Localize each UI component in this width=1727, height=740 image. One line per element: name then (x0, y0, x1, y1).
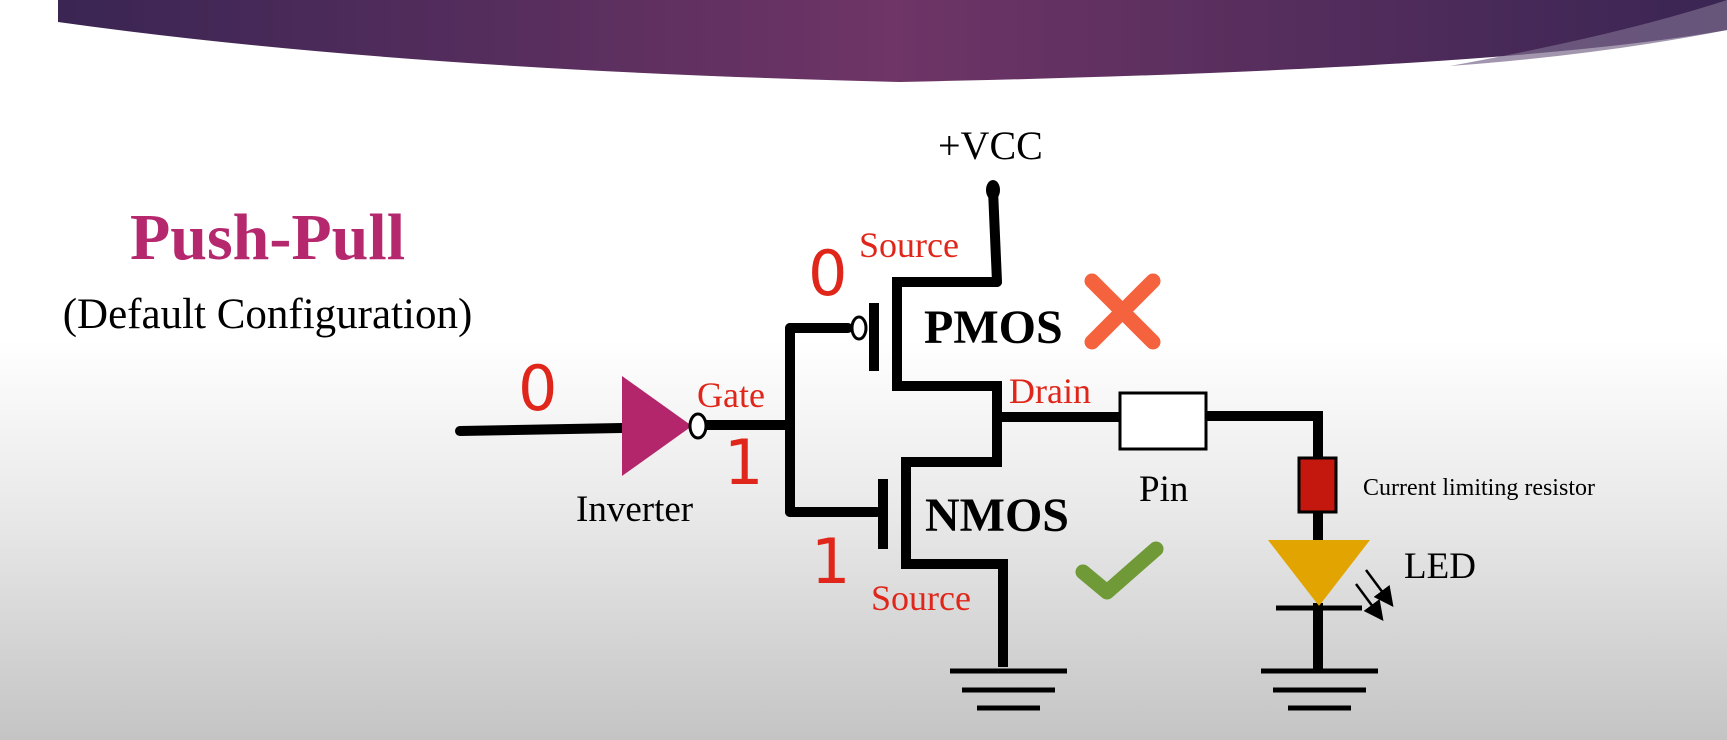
header-banner-accent (1450, 0, 1727, 66)
header-banner (58, 0, 1727, 82)
pmos-gate-value-label: 0 (808, 237, 848, 310)
vcc-terminal (986, 180, 1000, 200)
gate-label: Gate (697, 375, 765, 415)
pmos-gate-bubble (850, 315, 868, 341)
inverter-output-value-label: 1 (724, 426, 764, 499)
pin-symbol (1118, 391, 1208, 451)
nmos-transistor (878, 457, 1008, 667)
led-symbol (1268, 540, 1370, 606)
ground-symbol-nmos (950, 668, 1067, 711)
cross-icon (1084, 273, 1161, 350)
resistor-symbol (1297, 456, 1338, 514)
led-light-arrows (1354, 569, 1394, 622)
pin-label: Pin (1139, 469, 1189, 510)
inverter-label: Inverter (576, 489, 694, 530)
slide-title: Push-Pull (129, 201, 406, 274)
pmos-transistor (869, 277, 1002, 467)
nmos-gate-value-label: 1 (811, 525, 851, 598)
check-icon (1075, 541, 1164, 600)
ground-symbol-led (1261, 668, 1378, 711)
resistor-label: Current limiting resistor (1363, 475, 1595, 501)
nmos-label: NMOS (925, 489, 1069, 542)
inverter-symbol (622, 376, 692, 476)
pmos-label: PMOS (924, 301, 1063, 354)
vcc-label: +VCC (938, 123, 1043, 168)
input-value-label: 0 (518, 352, 558, 425)
led-label: LED (1404, 546, 1476, 587)
drain-label: Drain (1009, 371, 1091, 411)
gate-wiring (455, 323, 882, 517)
inverter-bubble (688, 412, 708, 440)
vcc-rail (892, 185, 1002, 287)
slide-subtitle: (Default Configuration) (62, 291, 473, 338)
pmos-source-label: Source (859, 225, 959, 265)
nmos-source-label: Source (871, 578, 971, 618)
output-wiring (992, 411, 1323, 673)
